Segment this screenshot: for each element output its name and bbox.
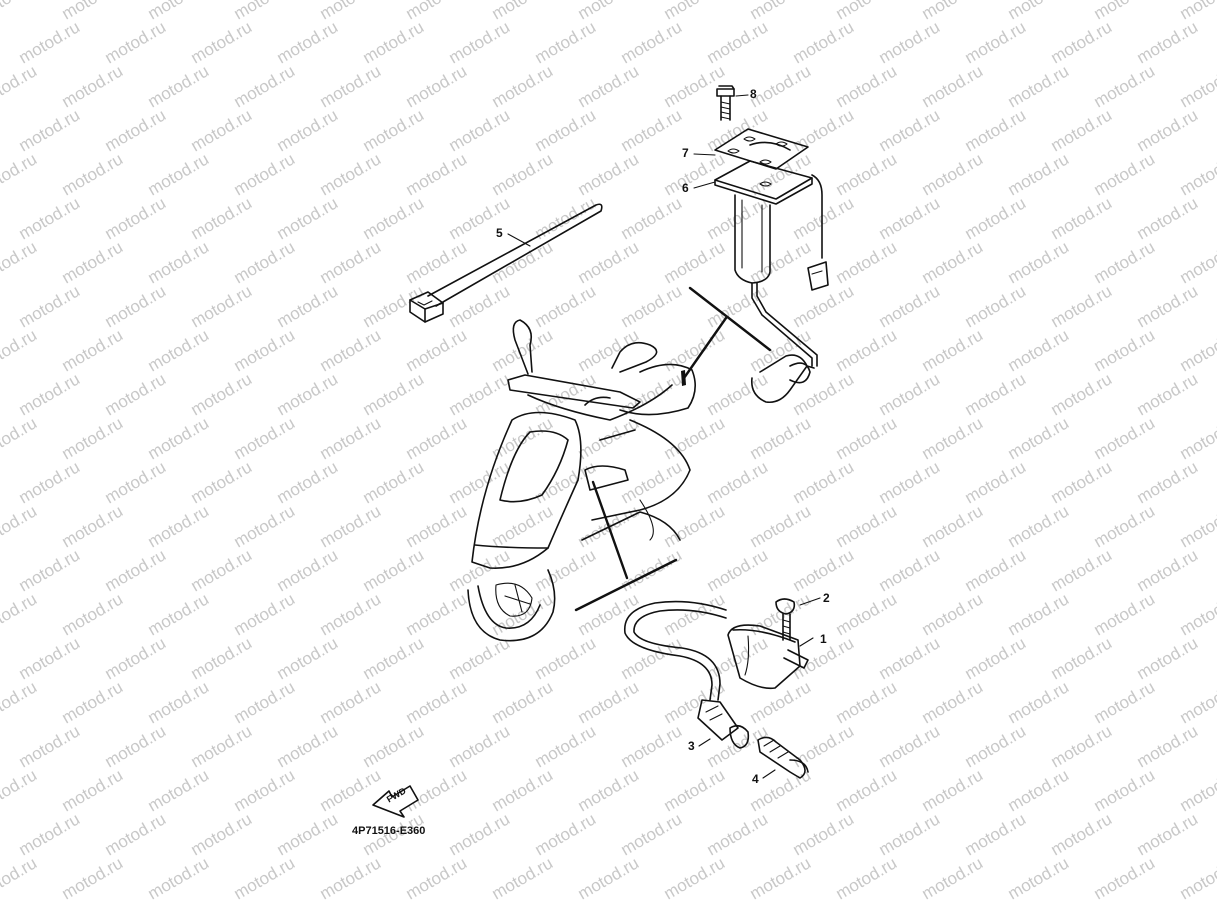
callout-8: 8	[750, 87, 757, 101]
callout-4: 4	[752, 772, 759, 786]
callout-2: 2	[823, 591, 830, 605]
callout-1: 1	[820, 632, 827, 646]
scooter-outline	[467, 319, 696, 642]
callout-5: 5	[496, 226, 503, 240]
callout-6: 6	[682, 181, 689, 195]
callout-7: 7	[682, 146, 689, 160]
ignition-coil-lead	[624, 600, 727, 701]
callout-leaders	[507, 94, 821, 779]
part-6-gasket[interactable]	[714, 160, 813, 205]
part-3-plug-cap[interactable]	[697, 699, 750, 749]
part-2-screw[interactable]	[775, 598, 796, 641]
float[interactable]	[750, 354, 815, 404]
fuel-sender-body[interactable]	[734, 174, 829, 404]
callout-3: 3	[688, 739, 695, 753]
fwd-arrow-icon	[372, 785, 419, 818]
part-5-cable-tie[interactable]	[409, 203, 603, 323]
part-1-ignition-coil[interactable]	[727, 624, 809, 690]
part-4-spark-plug[interactable]	[757, 736, 809, 779]
part-7-plate[interactable]	[714, 128, 809, 170]
part-8-bolt[interactable]	[716, 85, 735, 121]
leader-lines	[574, 286, 772, 612]
reference-code: 4P71516-E360	[352, 825, 426, 837]
